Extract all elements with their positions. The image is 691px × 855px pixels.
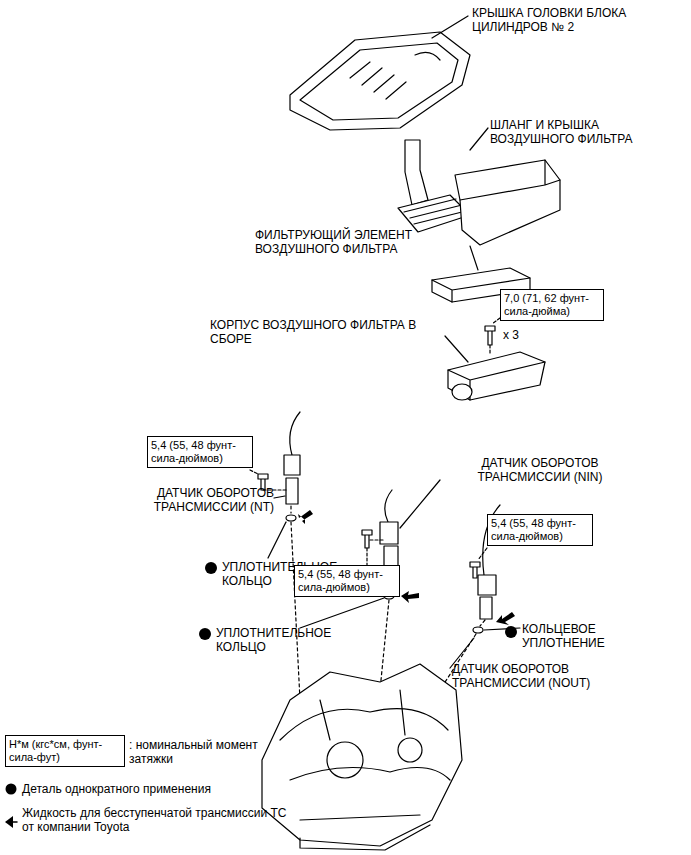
part-label: УПЛОТНИТЕЛЬНОЕ КОЛЬЦО xyxy=(216,626,366,655)
legend-torque-box: Н*м (кгс*см, фунт-сила-фут) xyxy=(5,735,125,767)
part-label: КОРПУС ВОЗДУШНОГО ФИЛЬТРА В СБОРЕ xyxy=(210,318,445,347)
legend-text: Жидкость для бесступенчатой трансмиссии … xyxy=(22,806,292,835)
part-label: КОЛЬЦЕВОЕ УПЛОТНЕНИЕ xyxy=(522,622,662,651)
torque-value: 7,0 (71, 62 фунт-сила-дюйма) xyxy=(504,292,600,318)
torque-value: 5,4 (55, 48 фунт-сила-дюймов) xyxy=(298,568,396,594)
legend-text: : номинальный момент затяжки xyxy=(129,738,279,767)
part-label: ФИЛЬТРУЮЩИЙ ЭЛЕМЕНТ ВОЗДУШНОГО ФИЛЬТРА xyxy=(255,228,470,257)
torque-value: Н*м (кгс*см, фунт-сила-фут) xyxy=(9,738,121,764)
part-label: КРЫШКА ГОЛОВКИ БЛОКА ЦИЛИНДРОВ № 2 xyxy=(472,6,684,35)
torque-value: 5,4 (55, 48 фунт-сила-дюймов) xyxy=(491,517,589,543)
torque-spec-box: 7,0 (71, 62 фунт-сила-дюйма) xyxy=(500,289,604,321)
part-label: ДАТЧИК ОБОРОТОВ ТРАНСМИССИИ (NIN) xyxy=(440,456,640,485)
part-label: ДАТЧИК ОБОРОТОВ ТРАНСМИССИИ (NOUT) xyxy=(452,662,662,691)
legend-text: Деталь однократного применения xyxy=(22,782,282,796)
torque-value: 5,4 (55, 48 фунт-сила-дюймов) xyxy=(151,439,249,465)
torque-spec-box: 5,4 (55, 48 фунт-сила-дюймов) xyxy=(487,514,593,546)
torque-spec-box: 5,4 (55, 48 фунт-сила-дюймов) xyxy=(294,565,400,597)
part-label: ДАТЧИК ОБОРОТОВ ТРАНСМИССИИ (NT) xyxy=(128,486,274,515)
quantity-label: x 3 xyxy=(503,328,543,342)
part-label: ШЛАНГ И КРЫШКА ВОЗДУШНОГО ФИЛЬТРА xyxy=(490,118,686,147)
torque-spec-box: 5,4 (55, 48 фунт-сила-дюймов) xyxy=(147,436,253,468)
